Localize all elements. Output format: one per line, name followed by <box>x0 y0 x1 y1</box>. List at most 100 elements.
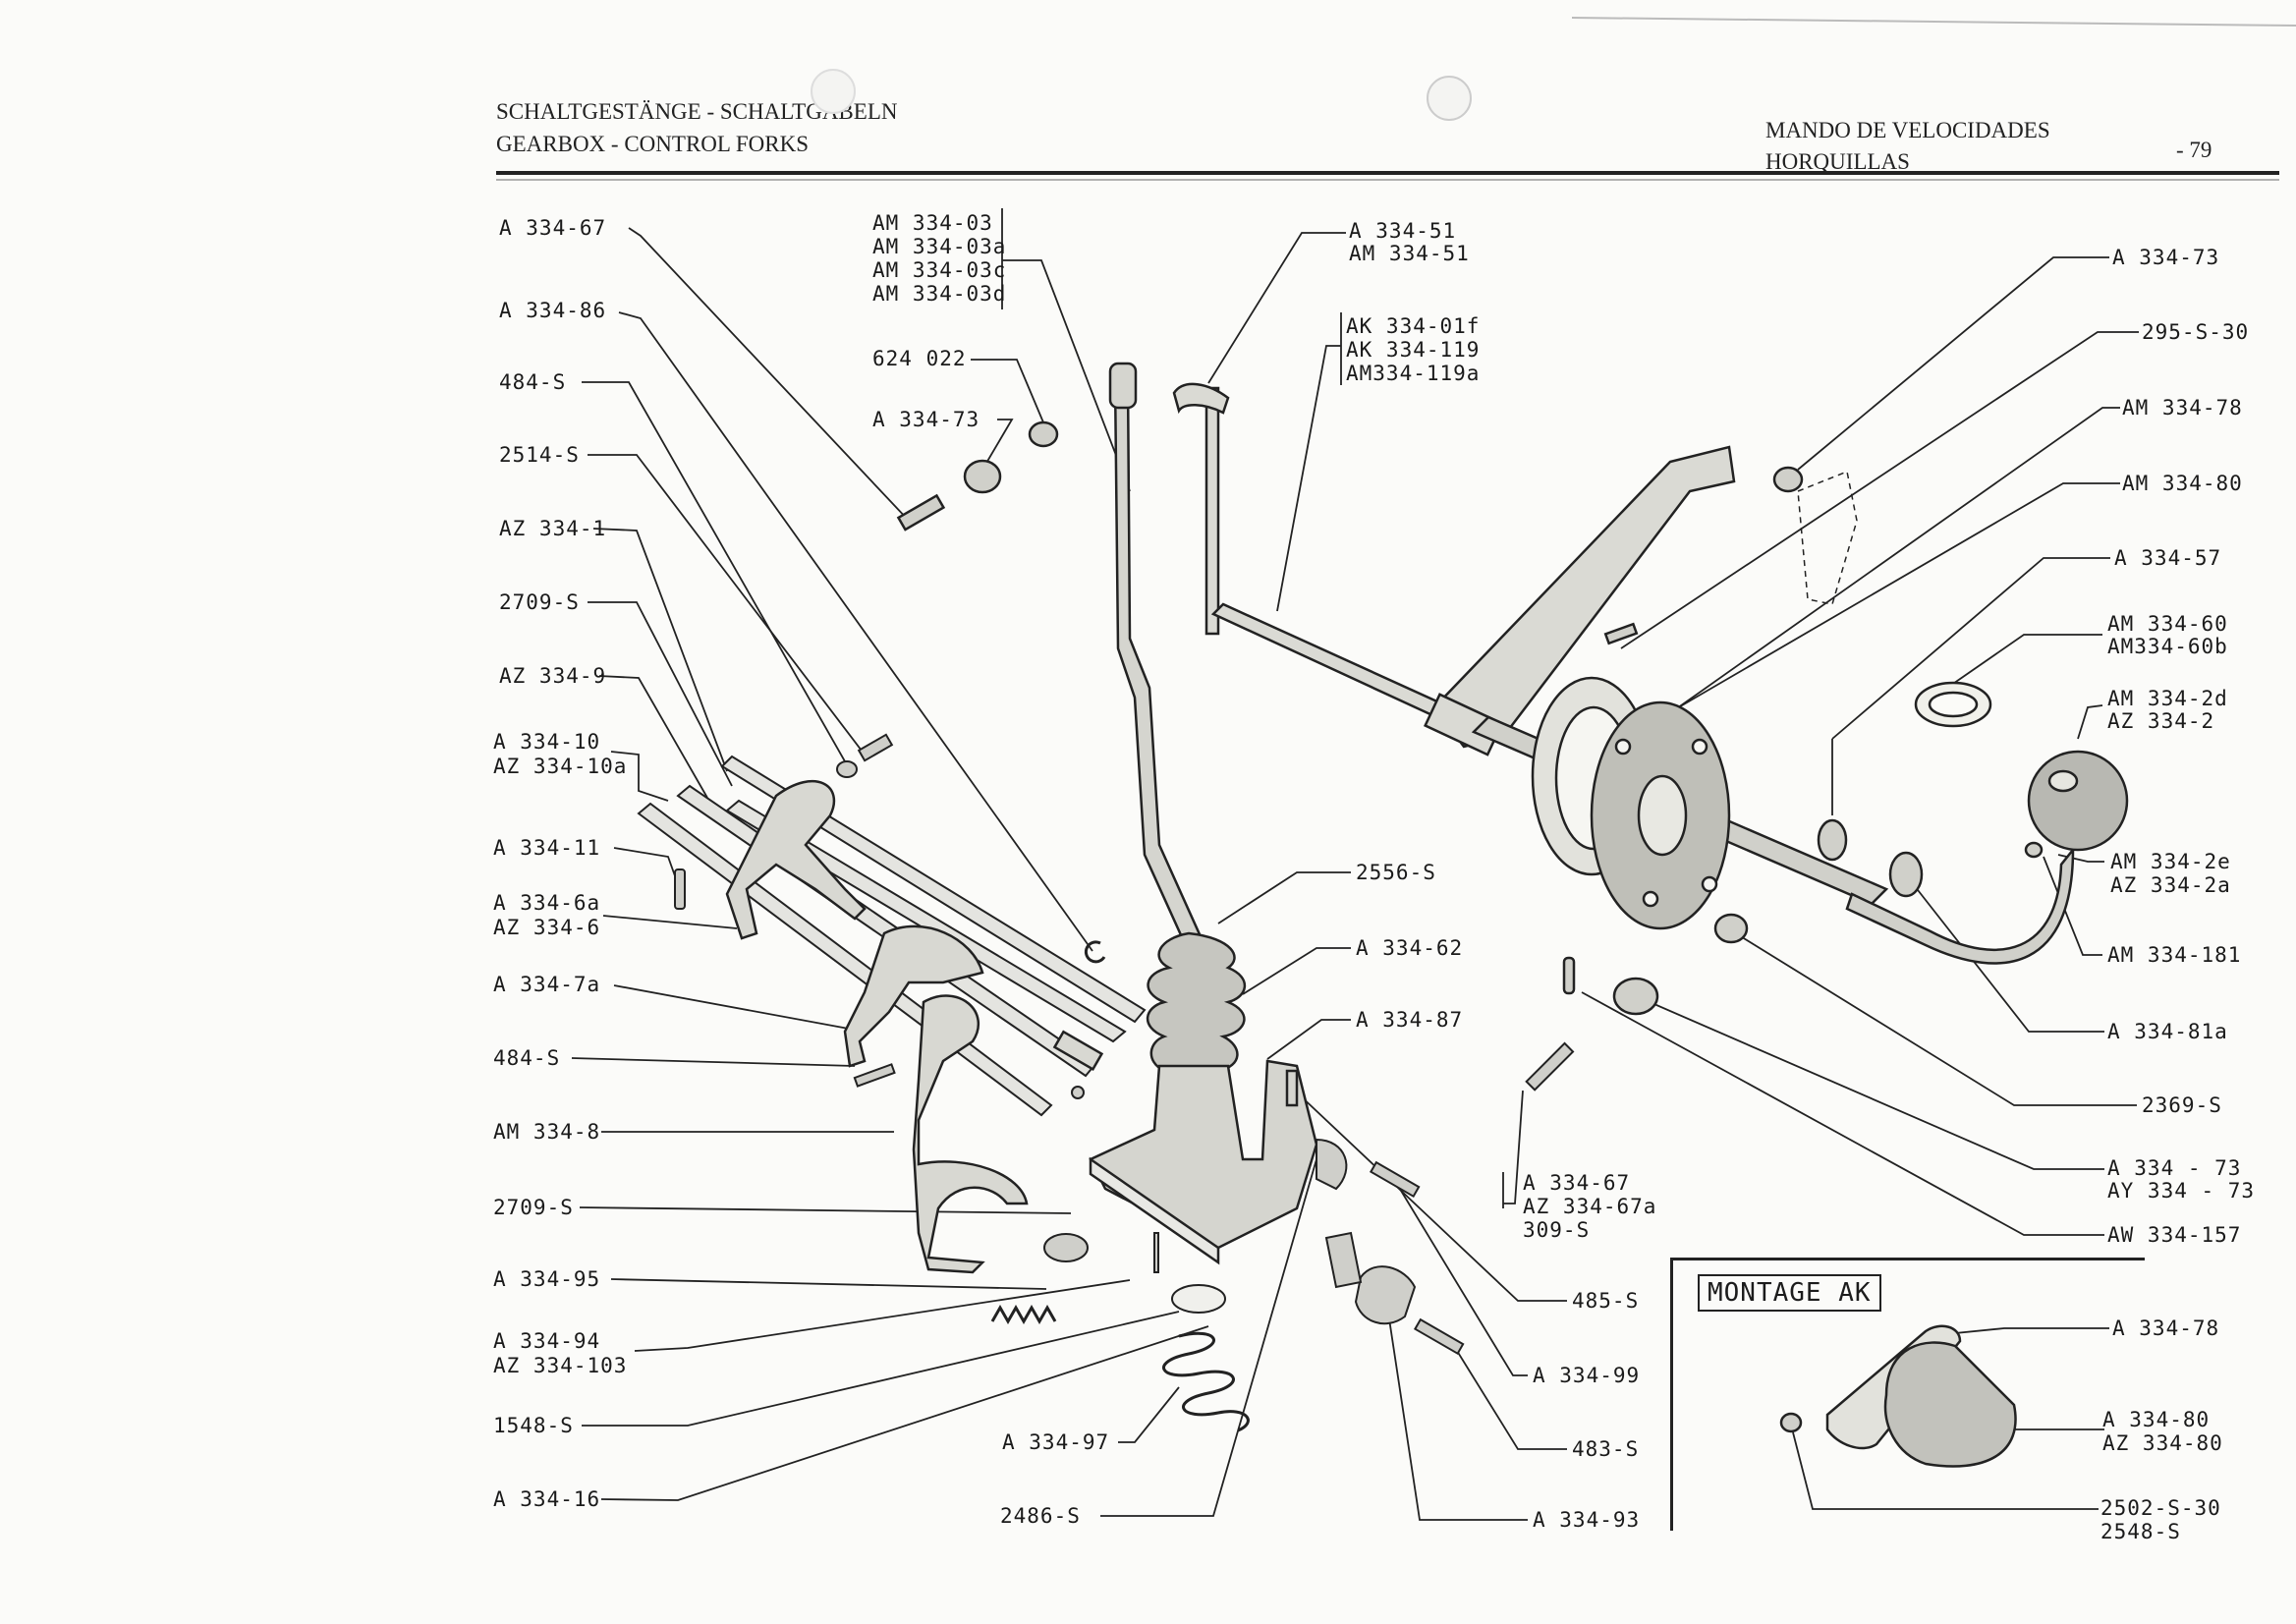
callout-t01-line-2: AM 334-03a <box>872 235 1007 258</box>
callout-l03-line-1: 484-S <box>499 370 567 394</box>
callout-t03: A 334-73 <box>872 408 980 432</box>
leader-m05 <box>1296 1092 1567 1302</box>
small-parts-middle <box>1316 1041 1575 1356</box>
ak-housing <box>1883 1341 2017 1468</box>
callout-l09: A 334-11 <box>493 836 600 861</box>
callout-l08-line-1: A 334-10 <box>493 730 601 754</box>
leader-l14 <box>579 1206 1072 1214</box>
callout-l03: 484-S <box>499 370 566 395</box>
header-title-en-text: GEARBOX - CONTROL FORKS <box>496 132 809 156</box>
callout-m04-line-1: A 334-67 <box>1523 1171 1631 1195</box>
callout-l10-line-1: A 334-6a <box>493 891 601 915</box>
callout-m04-line-3: 309-S <box>1523 1218 1591 1242</box>
flange-bolt-hole-2 <box>1642 890 1659 908</box>
leader-r02 <box>1620 331 2139 649</box>
leader-r14 <box>1944 1327 2109 1335</box>
callout-m05-line-1: 485-S <box>1572 1289 1640 1313</box>
small-parts-left <box>674 733 1250 1432</box>
callout-r10: A 334-81a <box>2107 1020 2228 1044</box>
callout-m02: A 334-62 <box>1356 936 1463 961</box>
callout-r07-line-1: AM 334-2d <box>2107 687 2228 710</box>
pin-334-11 <box>674 868 686 910</box>
remote-tube-assembly <box>896 420 2129 1016</box>
leader-l07 <box>598 675 708 799</box>
leader-r07 <box>2077 704 2103 740</box>
callout-m09-line-1: A 334-97 <box>1002 1430 1110 1454</box>
callout-r06-line-1: AM 334-60 <box>2107 612 2228 636</box>
callout-l10-line-2: AZ 334-6 <box>493 916 601 939</box>
pin-334-157 <box>1562 956 1576 995</box>
header-title-en: GEARBOX - CONTROL FORKS <box>496 128 809 161</box>
flange-bolt-hole-4 <box>1701 875 1718 893</box>
punch-hole-right <box>1427 76 1472 121</box>
callout-t05-line-2: AK 334-119 <box>1346 338 1481 362</box>
knob-stem <box>1845 846 2075 965</box>
leader-l06 <box>588 601 733 787</box>
callout-l13: AM 334-8 <box>493 1120 600 1145</box>
callout-m07: 483-S <box>1572 1437 1639 1462</box>
callout-l04-line-1: 2514-S <box>499 443 580 467</box>
callout-l13-line-1: AM 334-8 <box>493 1120 601 1144</box>
leader-r13 <box>1581 991 2104 1236</box>
callout-l09-line-1: A 334-11 <box>493 836 601 860</box>
pin-334-67 <box>896 493 946 532</box>
leader-l02 <box>618 311 1093 952</box>
housing-bolt <box>1285 1069 1299 1107</box>
screw-2514-s <box>857 733 894 762</box>
callout-r08-line-1: AM 334-2e <box>2110 850 2231 873</box>
callout-r10-line-1: A 334-81a <box>2107 1020 2228 1043</box>
nut-2369-s <box>1713 913 1749 944</box>
fork-large <box>912 994 1029 1274</box>
c-clip-334-86 <box>1084 940 1106 964</box>
leader-r03 <box>1650 407 2120 728</box>
callout-r05: A 334-57 <box>2114 546 2221 571</box>
callout-t05-line-3: AM334-119a <box>1346 362 1481 385</box>
callout-t04-line-1: A 334-51 <box>1349 219 1457 243</box>
callout-r08-line-2: AZ 334-2a <box>2110 873 2231 897</box>
leader-t04 <box>1207 232 1346 384</box>
leader-l16 <box>634 1279 1131 1352</box>
bracket-334-87 <box>1316 1138 1348 1191</box>
shift-forks <box>725 779 1104 1274</box>
callout-r02: 295-S-30 <box>2142 320 2249 345</box>
leader-t05 <box>1276 345 1341 612</box>
nut-624-022 <box>1028 420 1059 448</box>
plunger-334-95 <box>1043 1233 1089 1262</box>
scan-edge-top <box>1571 17 2296 27</box>
leader-r09 <box>2043 856 2102 956</box>
callout-l18-line-1: A 334-16 <box>493 1487 601 1511</box>
linkage-clevis <box>1172 382 1230 415</box>
leader-t01 <box>1002 259 1131 492</box>
leader-l01 <box>628 227 910 522</box>
callout-m06-line-1: A 334-99 <box>1533 1364 1641 1387</box>
header-subtitle-es: HORQUILLAS <box>1765 145 1910 179</box>
washer-334-60-inner <box>1928 691 1979 718</box>
callout-l02-line-1: A 334-86 <box>499 299 607 322</box>
nut-334-57 <box>1817 818 1848 862</box>
bushing-334-73 <box>1612 977 1659 1016</box>
callout-l01-line-1: A 334-67 <box>499 216 607 240</box>
punch-hole-left <box>811 69 856 114</box>
callout-m06: A 334-99 <box>1533 1364 1640 1388</box>
spring-334-97 <box>1162 1331 1250 1432</box>
callout-l04: 2514-S <box>499 443 580 468</box>
callout-r11-line-1: 2369-S <box>2142 1093 2222 1117</box>
screw-295-s-30 <box>1603 622 1639 645</box>
callout-r03-line-1: AM 334-78 <box>2122 396 2243 420</box>
leader-l03 <box>582 381 846 762</box>
leader-r01 <box>1797 256 2109 471</box>
flange-bolt-hole-3 <box>1691 738 1708 756</box>
leader-r11 <box>1738 934 2137 1106</box>
montage-ak-frame <box>1670 1258 2145 1531</box>
callout-t01-line-1: AM 334-03 <box>872 211 993 235</box>
callout-r16-line-2: 2548-S <box>2100 1520 2181 1543</box>
callout-l01: A 334-67 <box>499 216 606 241</box>
nut-334-2e <box>2024 841 2044 859</box>
